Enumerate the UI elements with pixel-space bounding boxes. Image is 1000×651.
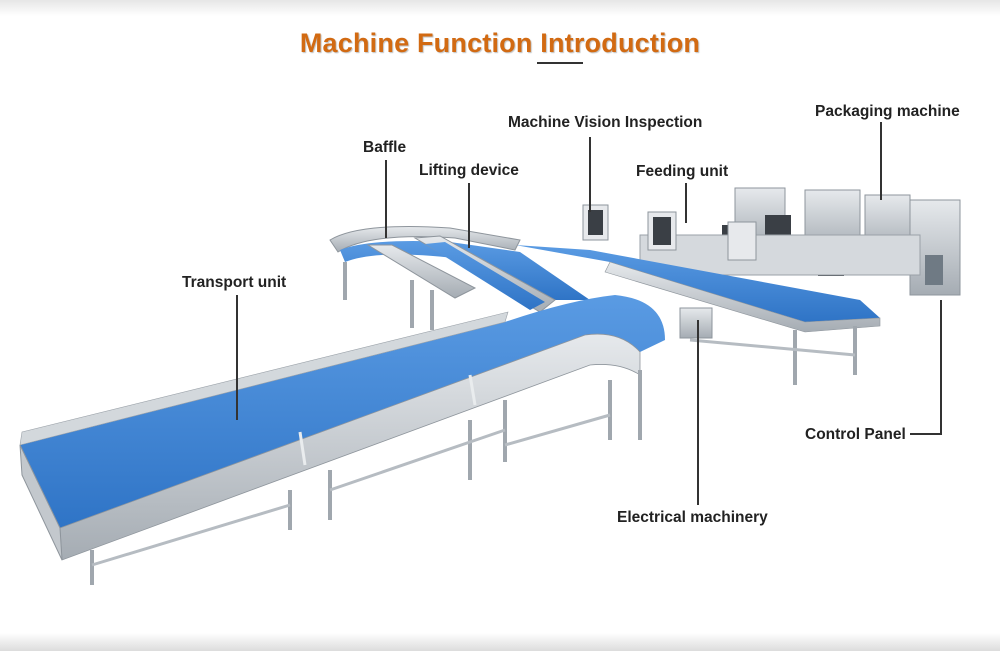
bottom-shadow	[0, 633, 1000, 651]
leader-baffle	[385, 160, 387, 238]
leader-machine-vision	[589, 137, 591, 212]
leader-control-panel-vertical	[940, 300, 942, 435]
label-electrical-machinery: Electrical machinery	[617, 509, 768, 526]
cross-braces	[91, 338, 856, 567]
label-baffle: Baffle	[363, 139, 407, 156]
leader-lifting-device	[468, 183, 470, 248]
lifting-device	[366, 235, 556, 313]
feeding-belt	[515, 245, 881, 333]
label-packaging-machine: Packaging machine	[815, 103, 960, 120]
packaging-machine-units	[639, 187, 961, 296]
transport-unit-conveyor	[19, 295, 665, 561]
label-lifting-device: Lifting device	[419, 162, 519, 179]
top-shadow	[0, 0, 1000, 16]
page-title: Machine Function Introduction	[299, 28, 701, 58]
leader-feeding-unit	[685, 183, 687, 223]
leader-packaging-machine	[880, 122, 882, 200]
vision-inspection-units	[582, 204, 757, 261]
support-legs	[90, 262, 857, 585]
label-transport-unit: Transport unit	[182, 274, 287, 291]
leader-electrical-machinery	[697, 320, 699, 505]
label-machine-vision-inspection: Machine Vision Inspection	[508, 114, 703, 131]
leader-transport-unit	[236, 295, 238, 420]
title-underline	[537, 62, 583, 64]
label-feeding-unit: Feeding unit	[636, 163, 729, 180]
label-control-panel: Control Panel	[805, 426, 906, 443]
leader-control-panel-horizontal	[910, 433, 942, 435]
electrical-machinery-unit	[679, 307, 713, 339]
